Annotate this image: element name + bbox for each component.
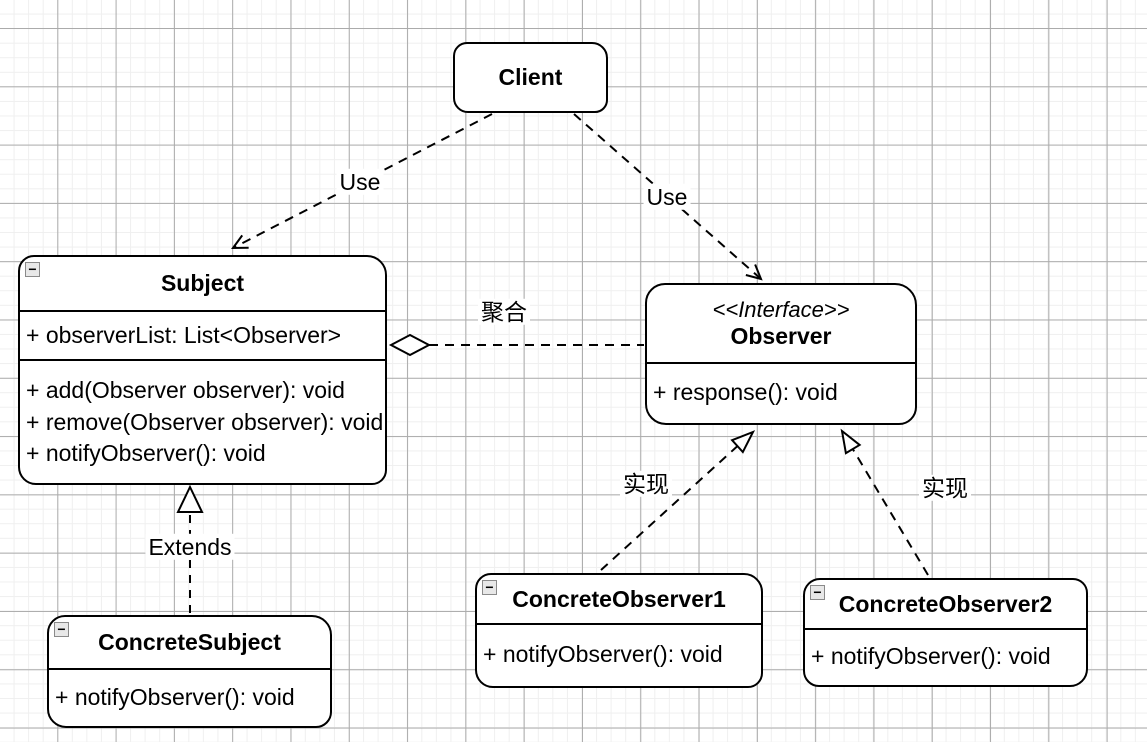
aggregation-diamond-icon — [388, 333, 432, 357]
method-remove: + remove(Observer observer): void — [26, 408, 384, 435]
interface-stereotype: <<Interface>> — [712, 297, 850, 322]
class-title-concrete-observer-1: ConcreteObserver1 — [512, 585, 726, 612]
section-divider — [805, 628, 1086, 630]
method-add: + add(Observer observer): void — [26, 377, 345, 403]
method-notify-observer: + notifyObserver(): void — [26, 440, 266, 466]
class-title-observer: Observer — [730, 323, 832, 349]
class-title-client: Client — [498, 64, 563, 90]
section-divider — [49, 668, 330, 670]
realization-edge-concreteobserver2-observer — [840, 428, 929, 576]
class-title-concrete-observer-2: ConcreteObserver2 — [838, 590, 1053, 617]
class-box-client[interactable]: Client — [453, 42, 608, 113]
section-divider — [20, 359, 385, 361]
class-box-concrete-subject[interactable]: − ConcreteSubject + notifyObserver(): vo… — [47, 615, 332, 728]
collapse-icon[interactable]: − — [25, 262, 40, 277]
edge-label-use-left: Use — [336, 168, 384, 196]
edge-label-extends: Extends — [145, 533, 235, 561]
method-notify-observer: + notifyObserver(): void — [811, 643, 1051, 670]
edge-label-use-right: Use — [643, 183, 691, 211]
section-divider — [477, 623, 761, 625]
method-notify-observer: + notifyObserver(): void — [483, 641, 723, 668]
section-divider — [20, 310, 385, 312]
class-box-concrete-observer-1[interactable]: − ConcreteObserver1 + notifyObserver(): … — [475, 573, 763, 688]
collapse-icon[interactable]: − — [54, 622, 69, 637]
attribute-observer-list: + observerList: List<Observer> — [26, 321, 342, 348]
method-response: + response(): void — [653, 379, 838, 406]
class-title-subject: Subject — [160, 270, 245, 296]
edge-label-realize-2: 实现 — [919, 474, 971, 502]
collapse-icon[interactable]: − — [482, 580, 497, 595]
collapse-icon[interactable]: − — [810, 585, 825, 600]
class-box-observer[interactable]: <<Interface>> Observer + response(): voi… — [645, 283, 917, 425]
realization-edge-concreteobserver1-observer — [600, 430, 756, 571]
edge-label-realize-1: 实现 — [620, 470, 672, 498]
edge-label-aggregation: 聚合 — [478, 298, 530, 326]
class-box-concrete-observer-2[interactable]: − ConcreteObserver2 + notifyObserver(): … — [803, 578, 1088, 687]
section-divider — [647, 362, 915, 364]
method-notify-observer: + notifyObserver(): void — [55, 683, 295, 710]
class-box-subject[interactable]: − Subject + observerList: List<Observer>… — [18, 255, 387, 485]
class-title-concrete-subject: ConcreteSubject — [98, 629, 281, 655]
